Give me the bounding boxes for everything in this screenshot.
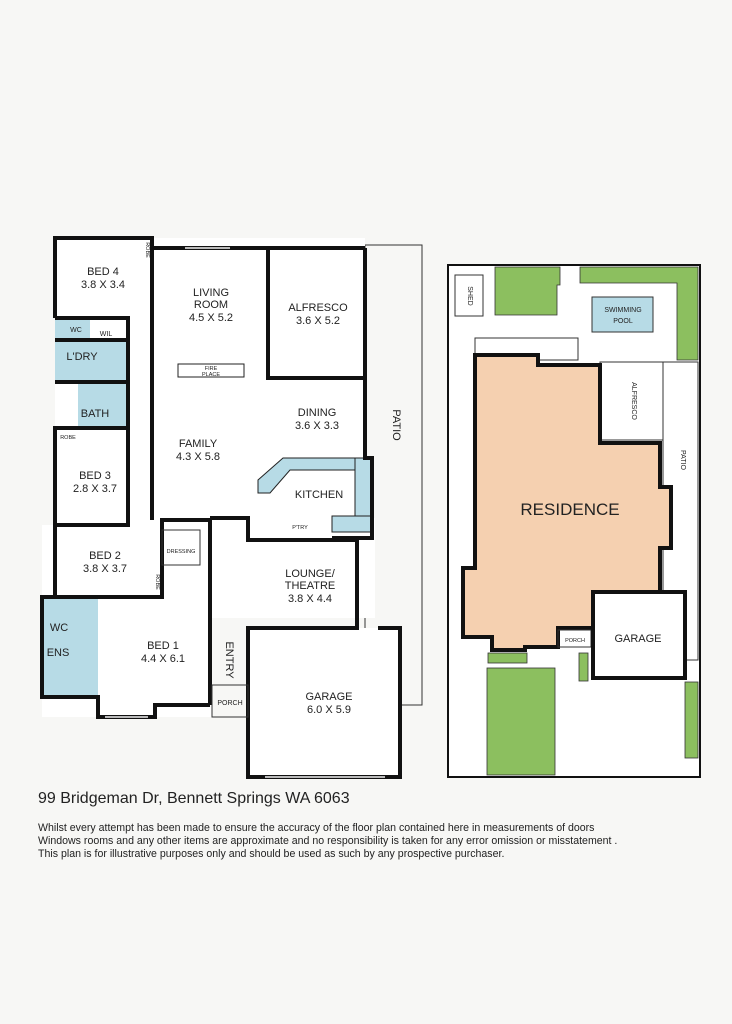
bath-area <box>78 382 128 428</box>
room-label-bed3: BED 3 <box>79 470 111 482</box>
svg-text:3.8 X 4.4: 3.8 X 4.4 <box>288 593 332 605</box>
svg-text:PATIO: PATIO <box>390 409 402 441</box>
svg-text:WC: WC <box>70 327 82 334</box>
svg-text:GARAGE: GARAGE <box>614 633 661 645</box>
svg-text:BATH: BATH <box>81 408 110 420</box>
svg-text:2.8 X 3.7: 2.8 X 3.7 <box>73 483 117 495</box>
svg-text:PORCH: PORCH <box>217 700 242 707</box>
svg-text:POOL: POOL <box>613 318 633 325</box>
kitchen-island <box>257 457 356 494</box>
site-plan: SHED SWIMMING POOL ALFRESCO PATIO RESIDE… <box>447 264 701 778</box>
svg-text:4.5 X 5.2: 4.5 X 5.2 <box>189 312 233 324</box>
svg-text:ROBE: ROBE <box>144 242 150 258</box>
room-label-lounge: LOUNGE/ <box>285 568 335 580</box>
svg-text:FIRE: FIRE <box>205 366 218 372</box>
room-label-bed2: BED 2 <box>89 550 121 562</box>
svg-text:SHED: SHED <box>466 286 473 305</box>
svg-text:ENS: ENS <box>47 647 70 659</box>
fireplace <box>177 363 245 378</box>
site-garage <box>591 590 687 680</box>
svg-text:3.8 X 3.7: 3.8 X 3.7 <box>83 563 127 575</box>
svg-text:WIL: WIL <box>100 331 113 338</box>
svg-text:6.0 X 5.9: 6.0 X 5.9 <box>307 704 351 716</box>
svg-text:DRESSING: DRESSING <box>167 549 196 555</box>
svg-text:PORCH: PORCH <box>565 638 585 644</box>
room-label-living: LIVING <box>193 287 229 299</box>
room-label-dining: DINING <box>298 407 337 419</box>
svg-text:L'DRY: L'DRY <box>66 351 98 363</box>
svg-text:THEATRE: THEATRE <box>285 580 336 592</box>
svg-text:P'TRY: P'TRY <box>292 525 308 531</box>
svg-text:3.6 X 5.2: 3.6 X 5.2 <box>296 315 340 327</box>
svg-text:SWIMMING: SWIMMING <box>604 307 641 314</box>
svg-text:ROBE: ROBE <box>60 435 76 441</box>
svg-text:4.4 X 6.1: 4.4 X 6.1 <box>141 653 185 665</box>
wc-area <box>55 318 90 340</box>
svg-text:PLACE: PLACE <box>202 372 220 378</box>
svg-text:KITCHEN: KITCHEN <box>295 489 343 501</box>
room-label-garage: GARAGE <box>305 691 352 703</box>
room-label-bed1: BED 1 <box>147 640 179 652</box>
svg-text:PATIO: PATIO <box>679 450 686 471</box>
svg-text:ENTRY: ENTRY <box>223 641 235 679</box>
disclaimer: Whilst every attempt has been made to en… <box>38 822 618 860</box>
ensuite-area <box>42 597 98 697</box>
svg-text:ROBE: ROBE <box>154 574 160 590</box>
room-label-bed4: BED 4 <box>87 266 119 278</box>
svg-text:WC: WC <box>50 622 68 634</box>
svg-text:RESIDENCE: RESIDENCE <box>520 500 619 519</box>
room-label-alfresco: ALFRESCO <box>288 302 348 314</box>
laundry-area <box>55 340 128 382</box>
room-label-family: FAMILY <box>179 438 218 450</box>
svg-text:3.6 X 3.3: 3.6 X 3.3 <box>295 420 339 432</box>
swimming-pool <box>591 296 654 333</box>
svg-text:ALFRESCO: ALFRESCO <box>630 382 637 420</box>
property-address: 99 Bridgeman Dr, Bennett Springs WA 6063 <box>38 790 350 807</box>
svg-text:ROOM: ROOM <box>194 299 228 311</box>
svg-text:3.8 X 3.4: 3.8 X 3.4 <box>81 279 125 291</box>
svg-text:4.3 X 5.8: 4.3 X 5.8 <box>176 451 220 463</box>
house-floor-plan: BED 4 3.8 X 3.4 LIVING ROOM 4.5 X 5.2 AL… <box>40 236 423 779</box>
